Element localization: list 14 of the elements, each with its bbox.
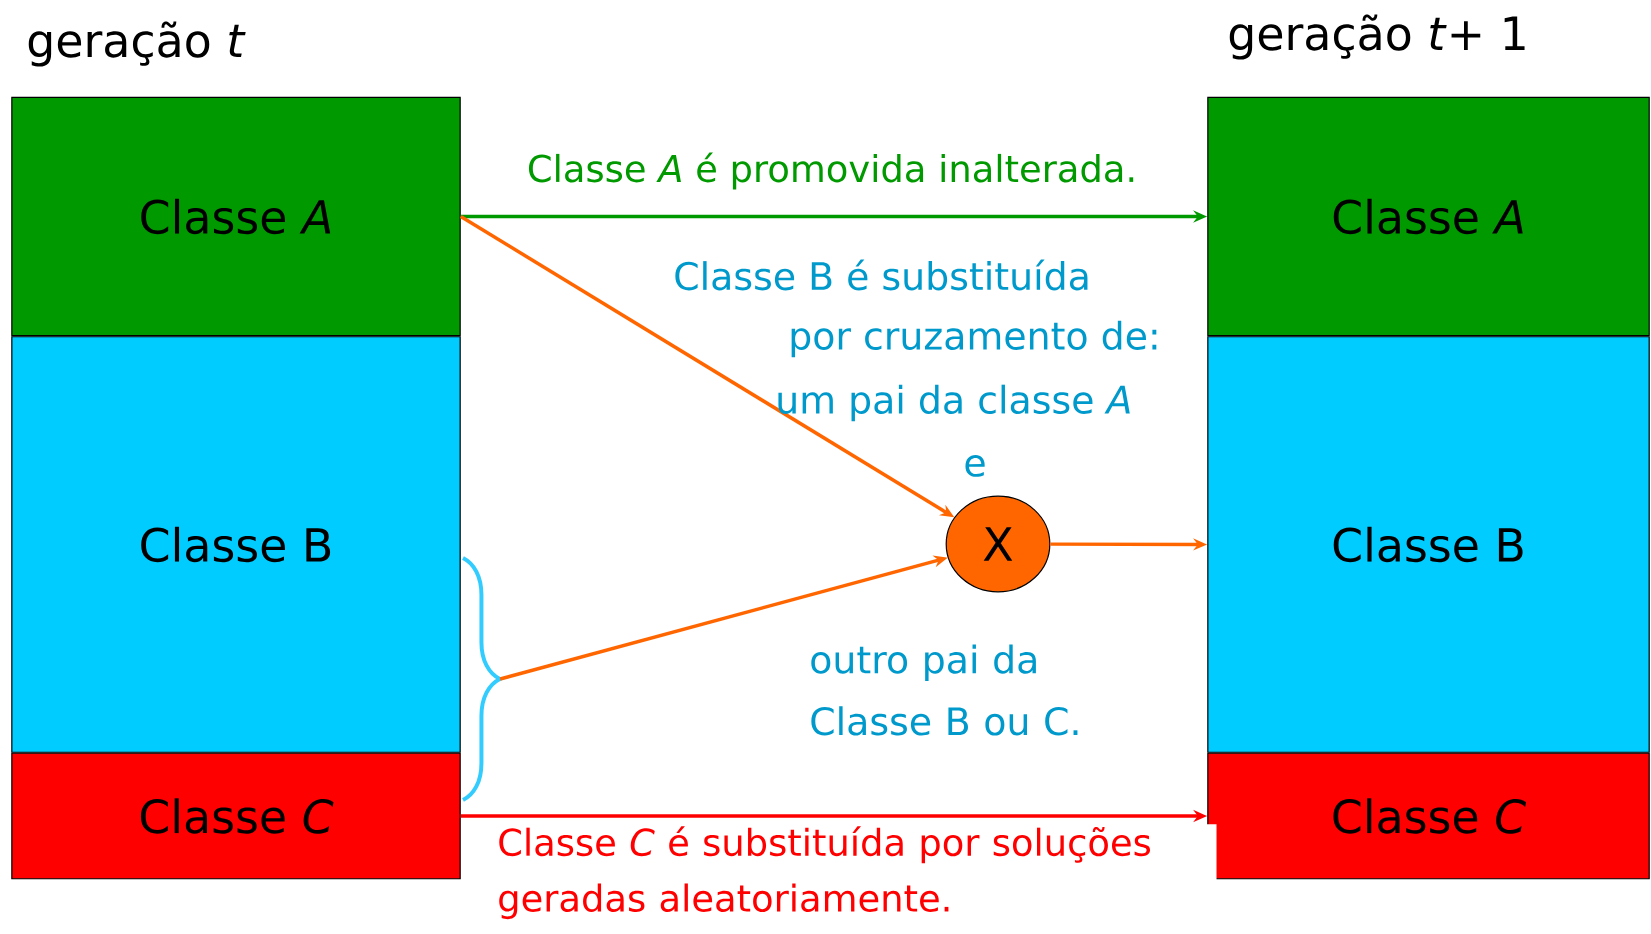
class-box: Classe A (1207, 96, 1650, 337)
note-text: por cruzamento de: (791, 320, 1157, 358)
heading: geração t (28, 21, 246, 67)
class-box: Classe A (11, 96, 461, 337)
class-box: Classe B (11, 336, 461, 753)
edge-label: Classe C é substituída por soluções geradas aleatoriamente. (495, 824, 1217, 922)
class-box: Classe C (11, 752, 461, 880)
edge-label: Classe A é promovida inalterada. (524, 150, 1140, 192)
class-box: Classe C (1207, 752, 1650, 880)
note-text: um pai da classe A (778, 384, 1130, 422)
class-box: Classe B (1207, 336, 1650, 753)
curly-brace (462, 556, 502, 802)
note-text: outro pai da Classe B ou C. (811, 644, 1078, 736)
note-text: Classe B é substituída (675, 259, 1088, 291)
